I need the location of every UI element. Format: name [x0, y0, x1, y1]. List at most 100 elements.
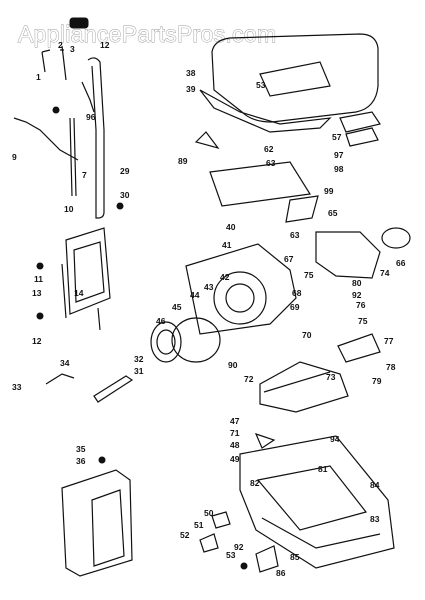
cover-gasket [199, 89, 332, 133]
base-plate [239, 433, 395, 569]
callout: 31 [134, 366, 144, 376]
callout: 51 [194, 520, 204, 530]
brush-housing [259, 361, 349, 413]
top-cover [211, 33, 379, 123]
callout: 62 [264, 144, 274, 154]
callout: 9 [12, 152, 17, 162]
callout: 46 [156, 316, 166, 326]
callout: 32 [134, 354, 144, 364]
bag-bracket [285, 195, 319, 223]
screw [36, 262, 44, 270]
callout: 71 [230, 428, 240, 438]
callout: 79 [372, 376, 382, 386]
callout: 67 [284, 254, 294, 264]
handle-tube [87, 57, 105, 219]
callout: 7 [82, 170, 87, 180]
callout: 84 [370, 480, 380, 490]
callout: 65 [328, 208, 338, 218]
callout: 12 [100, 40, 110, 50]
rear-wheel [255, 545, 279, 573]
callout: 34 [60, 358, 70, 368]
fan-grill [156, 329, 176, 355]
screw [98, 456, 106, 464]
callout: 48 [230, 440, 240, 450]
motor-core [225, 283, 255, 313]
callout: 12 [32, 336, 42, 346]
cord-hook [69, 117, 77, 197]
motor-housing [185, 243, 297, 335]
callout: 83 [370, 514, 380, 524]
callout: 90 [228, 360, 238, 370]
callout: 74 [380, 268, 390, 278]
filter-plate [209, 161, 312, 207]
callout: 47 [230, 416, 240, 426]
foot-pedal [93, 375, 134, 403]
callout: 82 [250, 478, 260, 488]
top-cover-assembly [194, 33, 381, 223]
screw [240, 562, 248, 570]
callout: 40 [226, 222, 236, 232]
callout: 30 [120, 190, 130, 200]
axle [199, 533, 219, 553]
callout: 76 [356, 300, 366, 310]
callout: 96 [86, 112, 96, 122]
callout: 49 [230, 454, 240, 464]
front-housing [61, 456, 133, 577]
motor [213, 271, 267, 325]
drive-belt [381, 227, 411, 249]
callout: 92 [234, 542, 244, 552]
front-housing-window [91, 489, 125, 567]
callout: 77 [384, 336, 394, 346]
callout: 78 [386, 362, 396, 372]
callout: 42 [220, 272, 230, 282]
wheel [211, 511, 231, 529]
callout: 63 [290, 230, 300, 240]
callout: 53 [226, 550, 236, 560]
handle-screw [41, 49, 51, 73]
callout: 2 [58, 40, 63, 50]
front-housing-body [61, 469, 133, 577]
callout: 3 [70, 44, 75, 54]
callout: 29 [120, 166, 130, 176]
cover-latches [339, 111, 381, 147]
clip [194, 131, 220, 150]
callout: 80 [352, 278, 362, 288]
callout: 13 [32, 288, 42, 298]
callout: 92 [352, 290, 362, 300]
base-plate-inner [256, 465, 368, 531]
callout: 89 [178, 156, 188, 166]
callout: 86 [276, 568, 286, 578]
callout: 85 [290, 552, 300, 562]
rear-panel-edge [61, 263, 101, 331]
bracket [45, 373, 75, 385]
callout: 99 [324, 186, 334, 196]
motor-assembly [150, 243, 297, 363]
callout: 73 [326, 372, 336, 382]
callout: 10 [64, 204, 74, 214]
wheel-clip [254, 433, 276, 449]
screw [36, 312, 44, 320]
callout: 97 [334, 150, 344, 160]
handle-assembly [13, 17, 124, 219]
callout: 1 [36, 72, 41, 82]
callout: 98 [334, 164, 344, 174]
callout: 75 [358, 316, 368, 326]
callout: 53 [256, 80, 266, 90]
power-cord [13, 117, 79, 161]
callout: 75 [304, 270, 314, 280]
handle-bracket [60, 45, 67, 81]
handle-bolt [81, 81, 95, 113]
watermark: AppliancePartsPros.com [18, 21, 276, 47]
callout: 52 [180, 530, 190, 540]
handle-grip [69, 17, 89, 29]
callout: 81 [318, 464, 328, 474]
callout-labels: 1 2 3 12 96 9 7 29 30 10 11 13 14 12 34 … [12, 40, 406, 578]
callout: 11 [34, 274, 43, 284]
cover-window [259, 61, 331, 97]
rear-panel [36, 227, 134, 403]
callout: 66 [396, 258, 406, 268]
callout: 43 [204, 282, 214, 292]
base-plate-outer [239, 435, 395, 569]
